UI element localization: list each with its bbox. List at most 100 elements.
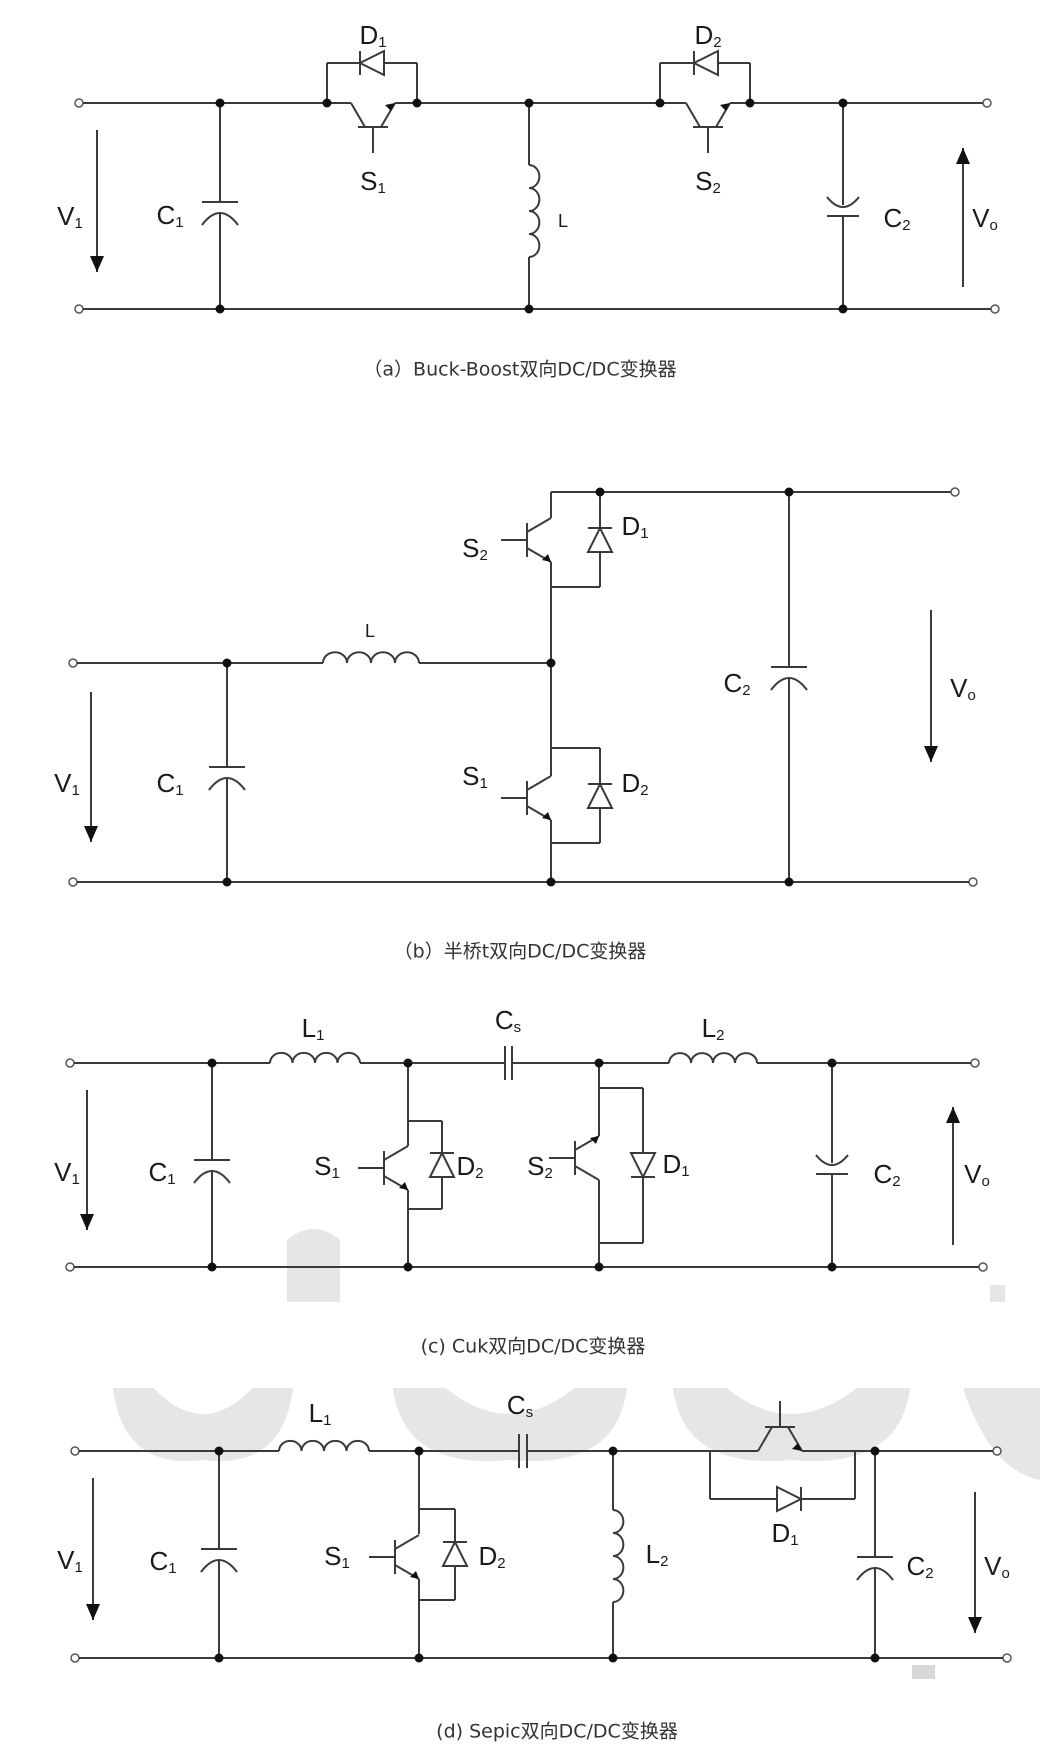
label-c2: C2 [873,1159,900,1190]
junction-dot [784,877,794,887]
caption-b: （b）半桥t双向DC/DC变换器 [394,941,647,963]
voltage-arrow-head [956,148,970,164]
label-c2: C2 [883,203,910,234]
label-s2: S2 [527,1151,553,1182]
label-v1: V1 [57,201,83,232]
igbt-emitter-arrow [720,103,730,111]
junction-dot [838,304,848,314]
terminal [950,487,960,497]
terminal [990,304,1000,314]
capacitor-plate [201,212,239,226]
terminal [982,98,992,108]
junction-dot [595,487,605,497]
junction-dot [655,98,665,108]
label-l: L [365,621,375,641]
terminal [74,304,84,314]
junction-dot [414,1446,424,1456]
igbt-leg [383,1145,409,1161]
junction-dot [222,877,232,887]
igbt-leg [350,102,366,128]
junction-dot [870,1653,880,1663]
label-l2: L2 [646,1539,669,1570]
label-cs: Cs [507,1390,533,1421]
watermark-layer [113,1229,1040,1679]
junction-dot [222,658,232,668]
label-c1: C1 [156,200,183,231]
label-d1: D1 [771,1518,798,1549]
label-l2: L2 [702,1013,725,1044]
igbt-leg [685,102,701,128]
label-c2: C2 [723,668,750,699]
diode-icon [428,1150,456,1178]
junction-dot [827,1058,837,1068]
diode-icon [441,1539,469,1567]
junction-dot [403,1262,413,1272]
terminal [978,1262,988,1272]
label-s2: S2 [695,166,721,197]
diode-icon [691,49,719,77]
caption-a: （a）Buck-Boost双向DC/DC变换器 [363,359,676,381]
watermark-shape [393,1388,627,1462]
junction-dot [838,98,848,108]
junction-dot [546,658,556,668]
label-s1: S1 [462,761,488,792]
igbt-emitter-arrow [399,1182,408,1190]
junction-dot [215,304,225,314]
junction-dot [827,1262,837,1272]
capacitor-plate [826,196,860,208]
diode-icon [586,781,614,809]
terminal [992,1446,1002,1456]
circuit-wires [65,49,1012,1663]
terminal [70,1446,80,1456]
voltage-arrow-head [84,826,98,842]
inductor-coil [612,1509,625,1603]
label-d2: D2 [694,20,721,51]
label-d2: D2 [478,1541,505,1572]
voltage-arrow-head [86,1604,100,1620]
label-l: L [558,211,568,231]
junction-dot [608,1446,618,1456]
label-c1: C1 [148,1157,175,1188]
voltage-arrow-head [924,746,938,762]
label-d1: D1 [662,1149,689,1180]
capacitor-plate [200,1559,238,1573]
label-vo: Vo [972,203,998,234]
panel-d-labels: V1 C1 L1 Cs S1 D2 L2 D1 C2 Vo (d) Sepic双… [57,1390,1010,1743]
igbt-leg [574,1165,600,1181]
igbt-emitter-arrow [792,1443,802,1451]
junction-dot [594,1262,604,1272]
terminal [1002,1653,1012,1663]
voltage-arrow-head [946,1107,960,1123]
watermark-shape [990,1285,1005,1302]
watermark-shape [963,1388,1040,1480]
junction-dot [546,877,556,887]
label-s1: S1 [360,166,386,197]
junction-dot [214,1653,224,1663]
panel-c-labels: V1 C1 L1 Cs L2 S1 D2 S2 D1 C2 Vo (c) Cuk… [54,1005,990,1358]
label-v1: V1 [54,768,80,799]
voltage-arrow-head [80,1214,94,1230]
panel-b-labels: V1 C1 L S2 D1 S1 D2 C2 Vo （b）半桥t双向DC/DC变… [54,511,976,963]
igbt-leg [526,517,552,533]
junction-dot [524,98,534,108]
label-d2: D2 [456,1151,483,1182]
watermark-shape [287,1229,340,1302]
capacitor-plate [770,677,808,691]
junction-dot [207,1058,217,1068]
voltage-arrow-head [90,256,104,272]
label-l1: L1 [302,1013,325,1044]
terminal [65,1262,75,1272]
junction-dot [412,98,422,108]
label-d1: D1 [621,511,648,542]
terminal [968,877,978,887]
junction-dot [745,98,755,108]
junction-dot [215,98,225,108]
label-vo: Vo [984,1551,1010,1582]
junction-dot [207,1262,217,1272]
watermark-square [912,1665,935,1679]
igbt-emitter-arrow [542,554,551,562]
inductor-coil [278,1439,370,1452]
label-c2: C2 [906,1551,933,1582]
inductor-coil [668,1052,758,1064]
label-s1: S1 [314,1151,340,1182]
